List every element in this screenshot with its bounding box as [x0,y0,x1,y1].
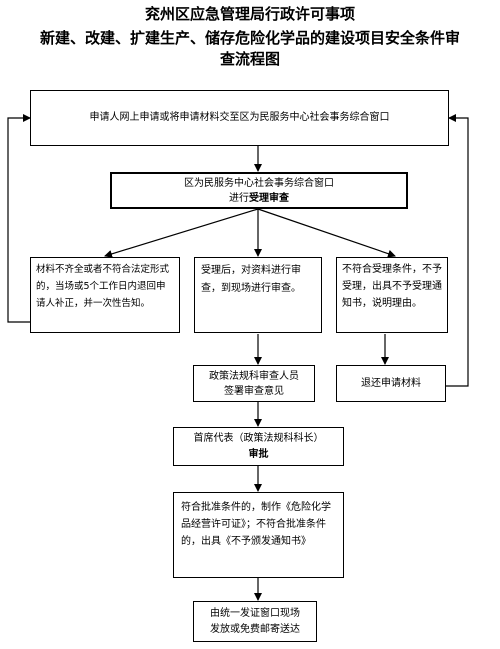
step-return-text: 退还申请材料 [361,377,421,389]
step-issuance: 由统一发证窗口现场 发放或免费邮寄送达 [193,601,317,642]
title-line-2: 新建、改建、扩建生产、储存危险化学品的建设项目安全条件审 [39,29,460,47]
step-approval-line-2: 审批 [248,448,269,460]
step-incomplete-text: 材料不齐全或者不符合法定形式的，当场或5个工作日内退回申请人补正，并一次性告知。 [36,264,170,309]
step-issue-line-1: 由统一发证窗口现场 [210,607,300,619]
title-line-1: 兖州区应急管理局行政许可事项 [144,5,355,23]
step-legal-review: 政策法规科审查人员 签署审查意见 [193,365,315,402]
step-accepted-text: 受理后，对资料进行审查，到现场进行审查。 [201,265,301,294]
step-review-line-1: 政策法规科审查人员 [209,370,299,382]
step-approval: 首席代表（政策法规科科长） 审批 [173,427,344,466]
title-line-3: 查流程图 [219,50,280,68]
step-accepted-review: 受理后，对资料进行审查，到现场进行审查。 [194,257,322,333]
step-window-line-2: 进行受理审查 [229,192,289,204]
step-issue-line-2: 发放或免费邮寄送达 [210,623,300,635]
step-window-line-1: 区为民服务中心社会事务综合窗口 [184,177,334,189]
step-return-materials: 退还申请材料 [336,365,446,402]
step-window-acceptance: 区为民服务中心社会事务综合窗口 进行受理审查 [110,172,408,209]
step-review-line-2: 签署审查意见 [224,385,284,397]
step-not-accepted: 不符合受理条件，不予受理，出具不予受理通知书，说明理由。 [336,257,448,333]
step-decision-text: 符合批准条件的，制作《危险化学品经营许可证》；不符合批准条件的，出具《不予颁发通… [181,502,331,547]
step-decision: 符合批准条件的，制作《危险化学品经营许可证》；不符合批准条件的，出具《不予颁发通… [173,492,344,578]
step-apply-text: 申请人网上申请或将申请材料交至区为民服务中心社会事务综合窗口 [89,112,390,123]
step-incomplete-materials: 材料不齐全或者不符合法定形式的，当场或5个工作日内退回申请人补正，并一次性告知。 [30,257,180,333]
step-approval-line-1: 首席代表（政策法规科科长） [193,432,324,444]
step-not-accepted-text: 不符合受理条件，不予受理，出具不予受理通知书，说明理由。 [342,264,442,309]
step-apply: 申请人网上申请或将申请材料交至区为民服务中心社会事务综合窗口 [30,90,449,146]
